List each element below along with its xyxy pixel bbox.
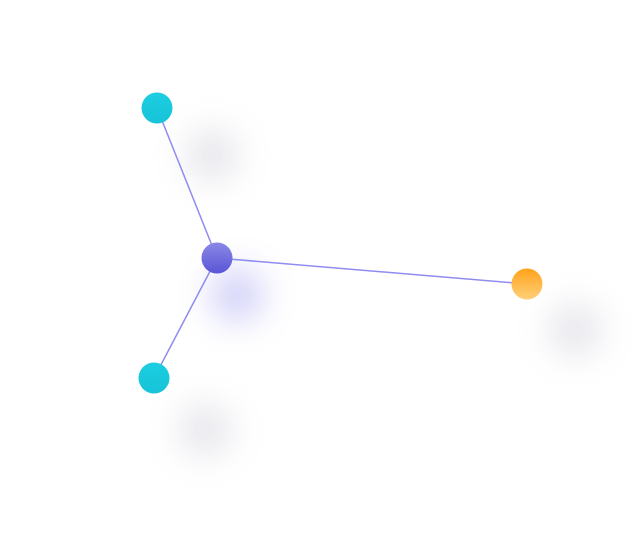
edge-hub-right [216,257,528,285]
nodes [138,92,543,394]
node-shadow-bottom [177,402,233,458]
node-top[interactable] [141,92,173,124]
node-bottom[interactable] [138,362,170,394]
edge-hub-bottom [153,257,218,379]
node-right[interactable] [511,268,543,300]
node-shadows [177,127,603,458]
edge-hub-top [156,107,218,259]
node-hub[interactable] [201,242,233,274]
node-shadow-right [547,302,603,358]
node-shadow-top [184,127,240,183]
edges [153,107,528,379]
node-shadow-hub [209,267,265,323]
